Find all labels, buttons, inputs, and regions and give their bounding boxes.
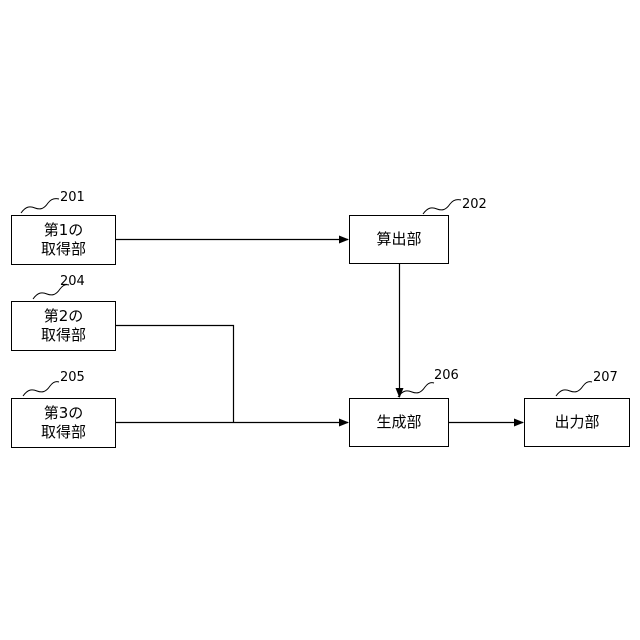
block-202-label: 算出部 xyxy=(376,230,421,249)
block-201-line2: 取得部 xyxy=(41,240,86,259)
reference-numeral-205: 205 xyxy=(60,371,85,385)
reference-numeral-207: 207 xyxy=(593,371,618,385)
reference-numeral-204: 204 xyxy=(60,275,85,289)
reference-numeral-206: 206 xyxy=(434,369,459,383)
calculation-unit-block: 算出部 xyxy=(349,215,449,264)
block-204-line1: 第2の xyxy=(44,307,84,326)
line-204-to-junction xyxy=(116,326,234,423)
block-205-line1: 第3の xyxy=(44,404,84,423)
reference-numeral-201: 201 xyxy=(60,191,85,205)
block-207-label: 出力部 xyxy=(554,413,599,432)
block-201-line1: 第1の xyxy=(44,221,84,240)
third-acquisition-unit-block: 第3の 取得部 xyxy=(11,398,116,448)
leader-squiggle-202 xyxy=(423,200,461,214)
leader-squiggle-205 xyxy=(23,382,59,396)
second-acquisition-unit-block: 第2の 取得部 xyxy=(11,301,116,351)
leader-squiggle-206 xyxy=(398,383,434,397)
leader-squiggle-207 xyxy=(556,382,592,396)
block-205-line2: 取得部 xyxy=(41,423,86,442)
reference-numeral-202: 202 xyxy=(462,198,487,212)
first-acquisition-unit-block: 第1の 取得部 xyxy=(11,215,116,265)
generation-unit-block: 生成部 xyxy=(349,398,449,447)
block-206-label: 生成部 xyxy=(376,413,421,432)
leader-squiggle-201 xyxy=(21,199,59,213)
output-unit-block: 出力部 xyxy=(524,398,630,447)
block-204-line2: 取得部 xyxy=(41,326,86,345)
